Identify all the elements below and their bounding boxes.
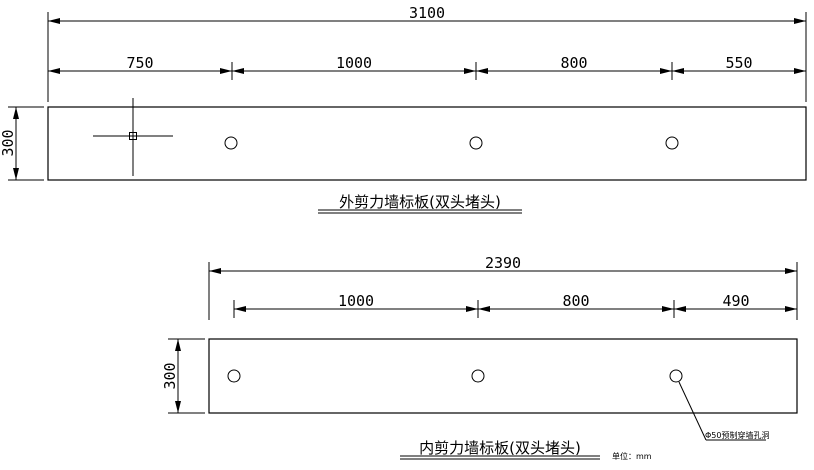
- hole-marker: [224, 136, 238, 150]
- segment-label-3: 490: [722, 292, 749, 310]
- segment-dimensions: 1000 800 490: [233, 292, 797, 318]
- overall-dimension-label: 2390: [485, 254, 521, 272]
- segment-label-1: 1000: [338, 292, 374, 310]
- hole-marker: [665, 136, 679, 150]
- wall-panel-outline: [47, 106, 807, 181]
- overall-dimension-label: 3100: [409, 4, 445, 22]
- height-dimension: 300: [0, 106, 44, 181]
- inner-panel: 2390 1000 800 490 300 Φ5: [161, 254, 798, 461]
- hole-marker: [471, 369, 485, 383]
- hole-leader-line: [678, 381, 707, 441]
- units-note: 单位：mm: [612, 451, 652, 461]
- panel-caption: 外剪力墙标板(双头堵头): [339, 193, 501, 211]
- segment-label-4: 550: [725, 54, 752, 72]
- hole-marker: [227, 369, 241, 383]
- wall-panel-outline: [208, 338, 798, 414]
- height-label: 300: [0, 129, 17, 156]
- height-label: 300: [161, 362, 179, 389]
- segment-label-3: 800: [560, 54, 587, 72]
- panel-caption: 内剪力墙标板(双头堵头): [419, 439, 581, 457]
- segment-label-2: 1000: [336, 54, 372, 72]
- hole-marker: [669, 369, 683, 383]
- overall-dimension: 3100: [47, 4, 807, 30]
- segment-dimensions: 750 1000 800 550: [47, 30, 807, 102]
- segment-label-2: 800: [562, 292, 589, 310]
- segment-label-1: 750: [126, 54, 153, 72]
- crosshair-cursor-icon: [93, 98, 173, 176]
- hole-note: Φ50预制穿墙孔洞: [705, 430, 769, 440]
- overall-dimension: 2390: [208, 254, 798, 320]
- outer-panel: 3100 750 1000 800 550 300: [0, 4, 807, 214]
- hole-marker: [469, 136, 483, 150]
- height-dimension: 300: [161, 338, 205, 414]
